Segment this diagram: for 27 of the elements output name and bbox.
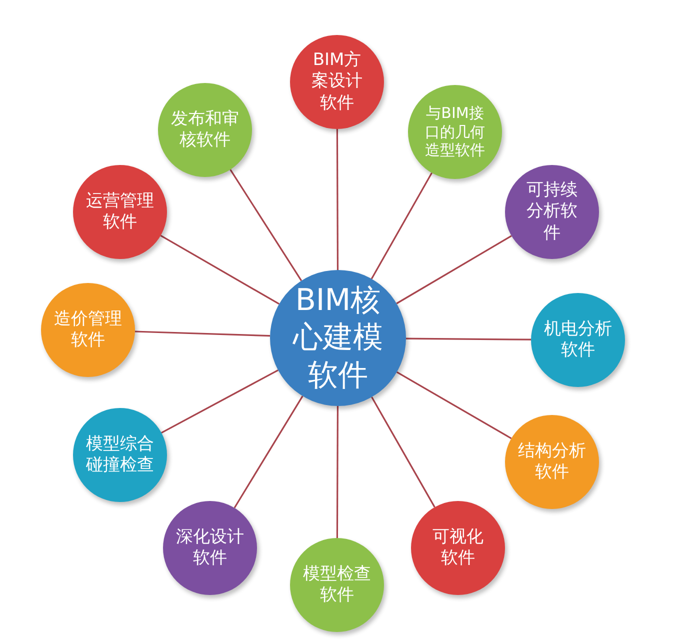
category-circle: [505, 165, 599, 259]
connector-line: [336, 129, 339, 270]
node-label: 造价管理软件: [53, 308, 123, 352]
connector-line: [396, 235, 512, 304]
node-label: 运营管理软件: [85, 190, 155, 234]
connector-line: [230, 169, 302, 282]
node-label: BIM核心建模软件: [292, 282, 384, 394]
connector-line: [370, 172, 432, 280]
connector-line: [371, 396, 436, 508]
node-label: 发布和审核软件: [170, 108, 240, 152]
node-label: 可视化软件: [432, 526, 484, 570]
node-label: 模型检查软件: [302, 564, 372, 606]
node-label: BIM方案设计软件: [310, 50, 364, 114]
node-label: 与BIM接口的几何造型软件: [424, 104, 486, 160]
node-label: 深化设计软件: [175, 526, 245, 570]
connector-line: [396, 371, 512, 440]
node-label: 模型综合碰撞检查: [85, 434, 155, 476]
category-circle: [505, 415, 599, 509]
connector-line: [161, 369, 278, 434]
node-label: 可持续分析软件: [526, 180, 578, 244]
connector-line: [336, 406, 339, 538]
connector-line: [234, 396, 304, 508]
node-label: 机电分析软件: [543, 318, 613, 362]
node-label: 结构分析软件: [517, 440, 587, 484]
connector-line: [134, 330, 270, 337]
connector-line: [160, 234, 280, 305]
connector-line: [406, 338, 531, 340]
